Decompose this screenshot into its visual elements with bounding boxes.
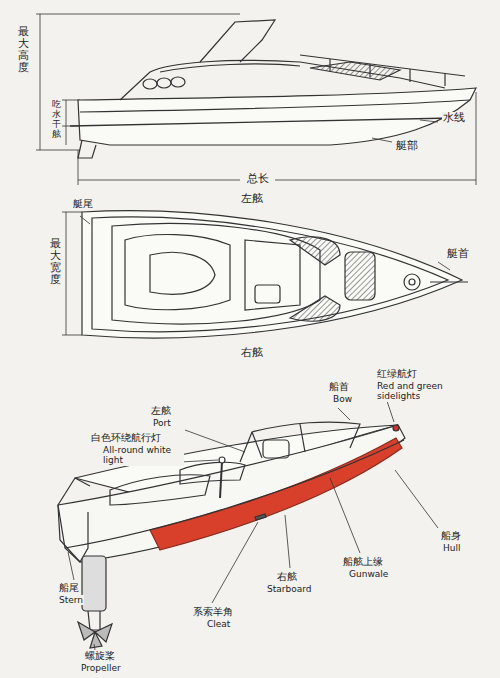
part-label: Cleat [206,619,231,629]
part-label: 最大宽度 [50,238,61,286]
part-label: Propeller [80,663,122,673]
part-label: All-round white light [102,445,184,466]
part-label: 右舷 [240,347,264,360]
part-label: 艇部 [395,140,419,153]
plan-view-boat [62,211,468,338]
part-label: 吃水干舷 [52,100,61,140]
part-label: 右舷 [276,571,298,583]
part-label: 左舷 [240,193,264,206]
part-label: 白色环绕航行灯 [90,432,162,444]
part-label: 艇尾 [72,198,94,210]
part-label: Gunwale [348,569,389,579]
part-label: 左舷 [150,405,172,417]
part-label: 总长 [246,173,270,186]
part-label: Port [152,418,172,428]
part-label: 最大高度 [18,26,29,74]
part-label: 艇首 [446,248,470,261]
part-label: Hull [442,543,461,553]
side-view-boat [70,20,476,158]
part-label: 红绿航灯 [376,368,418,380]
part-label: 船尾 [58,582,80,594]
part-label: Stern [58,595,84,605]
part-label: 船舷上缘 [342,556,384,568]
part-label: 水线 [442,112,466,125]
part-label: 船首 [328,381,350,393]
part-label: 系索羊角 [192,606,234,618]
perspective-boat [58,395,438,650]
part-label: Bow [332,394,353,404]
dimension-lines [36,14,476,185]
part-label: 螺旋桨 [84,650,116,662]
part-label: Red and green sidelights [376,381,452,402]
part-label: Starboard [266,584,312,594]
part-label: 船身 [440,530,462,542]
